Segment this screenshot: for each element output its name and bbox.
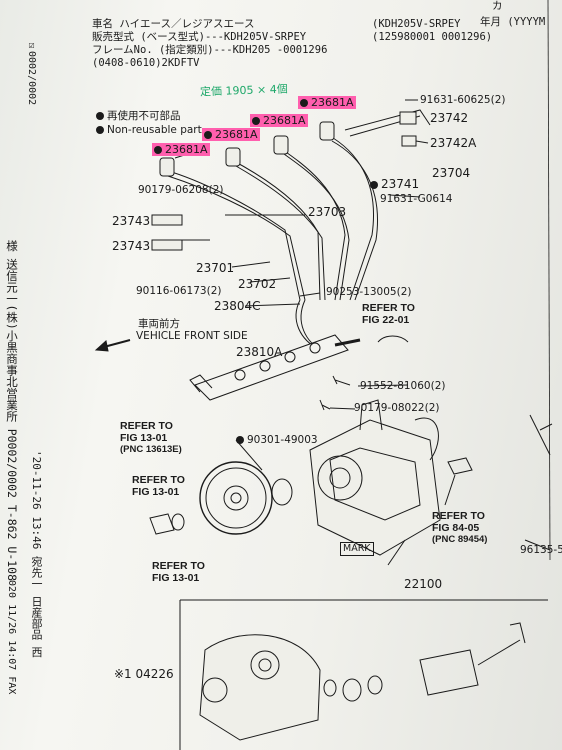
fig-13-01-link[interactable]: FIG 13-01: [132, 486, 180, 498]
fig-13-01-link[interactable]: FIG 13-01: [120, 432, 168, 444]
part-label-23741: 23741: [370, 178, 419, 190]
header-sales-model: 販売型式 (ベース型式)---KDH205V-SRPEY: [92, 31, 307, 43]
bullet-icon: [252, 117, 260, 125]
part-label-23742: 23742: [430, 111, 469, 125]
fig-22-01-link[interactable]: FIG 22-01: [362, 314, 410, 326]
part-label-23704: 23704: [432, 166, 471, 180]
fax-timestamp-line: 020 11/26 14:07 FAX: [6, 580, 17, 695]
header-engine: (0408-0610)2KDFTV: [92, 57, 200, 69]
refer-to-label: REFER TO: [432, 510, 485, 522]
vehicle-front-en: VEHICLE FRONT SIDE: [136, 330, 248, 342]
legend-nonreusable-en: Non-reusable part: [96, 124, 202, 136]
bullet-icon: [300, 99, 308, 107]
part-label-90179-08022: 90179-08022(2): [354, 402, 440, 414]
part-label-23804c: 23804C: [214, 299, 261, 313]
part-label-90301-49003: 90301-49003: [236, 434, 318, 446]
header-frame-no: フレームNo. (指定類別)---KDH205 -0001296: [92, 44, 328, 56]
bullet-icon: [96, 112, 104, 120]
part-label-23702: 23702: [238, 277, 277, 291]
fax-sender-line: 様 送信元一(株)小黒商事北営業所 P0002/0002 T-862 U-108: [5, 240, 19, 582]
fax-date-line: '20-11-26 13:46 宛先一 日産部品 西: [30, 450, 43, 658]
refer-to-label: REFER TO: [152, 560, 205, 572]
part-label-91552-81060: 91552-81060(2): [360, 380, 446, 392]
part-label-23743: 23743: [112, 214, 151, 228]
part-label-23681a: 23681A: [202, 128, 260, 141]
header-serial-range: (125980001 0001296): [372, 31, 493, 43]
part-label-22100: 22100: [404, 577, 443, 591]
refer-to-label: REFER TO: [120, 420, 173, 432]
header-corner-text: カ: [492, 0, 503, 12]
part-label-23742a: 23742A: [430, 136, 477, 150]
bullet-icon: [154, 146, 162, 154]
part-label-04226: ※1 04226: [114, 667, 174, 681]
header-date-label: 年月 (YYYYM: [480, 16, 546, 28]
pnc-13613e: (PNC 13613E): [120, 444, 182, 455]
fig-84-05-link[interactable]: FIG 84-05: [432, 522, 480, 534]
part-label-23681a: 23681A: [152, 143, 210, 156]
part-label-23681a: 23681A: [298, 96, 356, 109]
part-label-23681a: 23681A: [250, 114, 308, 127]
mark-label: MARK: [340, 542, 374, 556]
pnc-89454: (PNC 89454): [432, 534, 488, 545]
header-model-code: (KDH205V-SRPEY: [372, 18, 461, 30]
part-label-91631-60625: 91631-60625(2): [420, 94, 506, 106]
part-label-23743: 23743: [112, 239, 151, 253]
bullet-icon: [236, 436, 244, 444]
part-label-90179-06208: 90179-06208(2): [138, 184, 224, 196]
fig-13-01-link[interactable]: FIG 13-01: [152, 572, 200, 584]
part-label-91631-g0614: 91631-G0614: [380, 193, 453, 205]
part-label-96135: 96135-5: [520, 544, 562, 556]
refer-to-label: REFER TO: [132, 474, 185, 486]
bullet-icon: [204, 131, 212, 139]
legend-nonreusable-jp: 再使用不可部品: [96, 110, 181, 122]
part-label-23701: 23701: [196, 261, 235, 275]
part-label-23703: 23703: [308, 205, 347, 219]
handwritten-price-note: 定価 1905 × 4個: [199, 82, 288, 99]
bullet-icon: [370, 181, 378, 189]
part-label-23810a: 23810A: [236, 345, 283, 359]
part-label-90253-13005: 90253-13005(2): [326, 286, 412, 298]
part-label-90116-06173: 90116-06173(2): [136, 285, 222, 297]
vehicle-front-jp: 車両前方: [138, 318, 180, 330]
fax-page-marker: ☑0002/0002: [26, 40, 37, 106]
refer-to-label: REFER TO: [362, 302, 415, 314]
bullet-icon: [96, 126, 104, 134]
header-model-name: 車名 ハイエース／レジアスエース: [92, 18, 255, 30]
